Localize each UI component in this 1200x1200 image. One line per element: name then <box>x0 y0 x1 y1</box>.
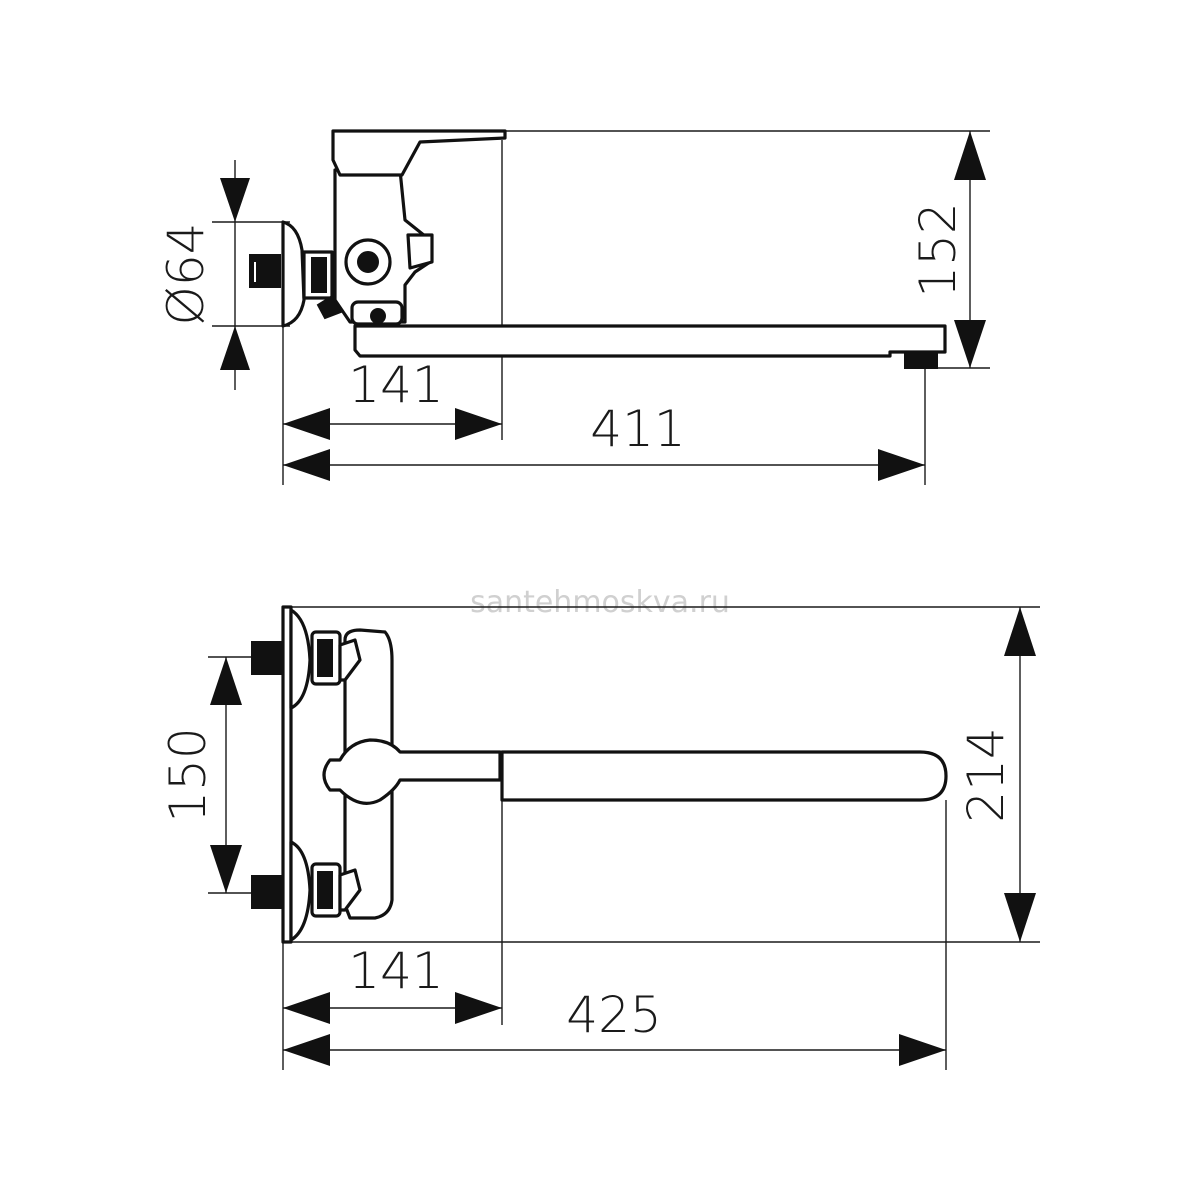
faucet-top-profile <box>251 605 948 944</box>
side-spout-length-dimension: 411 <box>283 400 925 481</box>
inlet-spacing-dimension: 150 <box>159 657 242 893</box>
diameter-dimension: Ø64 <box>157 160 250 390</box>
height-dimension: 152 <box>909 131 986 368</box>
depth-label: 214 <box>957 727 1015 822</box>
side-wall-flange <box>281 220 306 328</box>
side-view: Ø64 152 141 411 <box>157 129 990 485</box>
side-spout <box>353 324 947 358</box>
side-aerator <box>904 351 938 369</box>
height-label: 152 <box>909 202 967 297</box>
watermark: santehmoskva.ru <box>470 585 730 620</box>
depth-dimension: 214 <box>957 607 1036 942</box>
side-spout-length-label: 411 <box>590 400 685 458</box>
inlet-spacing-label: 150 <box>159 727 217 822</box>
top-lever-handle <box>322 738 502 805</box>
faucet-side-profile <box>249 129 947 369</box>
side-lever-handle <box>331 129 507 177</box>
diameter-label: Ø64 <box>157 223 215 326</box>
top-body-width-dimension: 141 <box>283 942 502 1024</box>
side-body-width-label: 141 <box>348 356 443 414</box>
top-inlet-pipe-upper <box>251 641 283 675</box>
top-spout <box>500 750 948 802</box>
top-view: 150 214 141 425 <box>159 605 1040 1070</box>
top-spout-length-label: 425 <box>566 986 661 1044</box>
side-extension-lines <box>212 130 990 485</box>
top-inlet-pipe-lower <box>251 875 283 909</box>
top-wall-plate <box>281 605 293 944</box>
side-body-width-dimension: 141 <box>283 356 502 440</box>
top-spout-length-dimension: 425 <box>283 986 946 1066</box>
top-body-width-label: 141 <box>348 942 443 1000</box>
